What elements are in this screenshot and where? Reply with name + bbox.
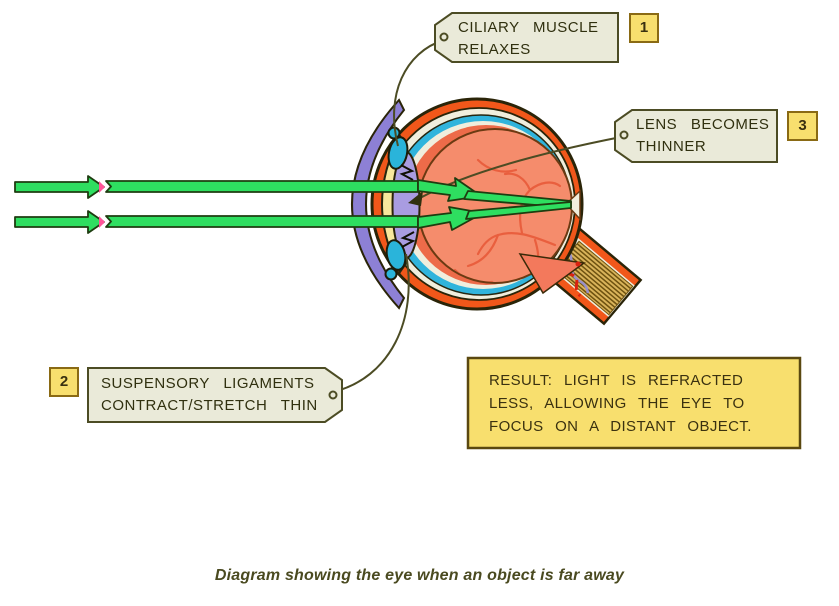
refracted-ray-bottom-arrow (417, 206, 484, 231)
result-line-2: LESS, ALLOWING THE EYE TO (489, 395, 745, 412)
tag-2-hole (328, 390, 338, 400)
light-ray-top-arrow (14, 175, 105, 199)
tag-ciliary-muscle (434, 12, 619, 63)
callout-3-number: 3 (798, 117, 807, 134)
diagram-caption: Diagram showing the eye when an object i… (214, 567, 625, 584)
ciliary-muscle (384, 126, 409, 281)
optic-disc-wedge (518, 253, 586, 295)
callout-1-number: 1 (639, 19, 649, 36)
callout-3-line-1: LENS BECOMES (636, 116, 770, 133)
tag-1-hole (439, 32, 449, 42)
number-square-3 (787, 111, 818, 141)
suspensory-ligaments (399, 164, 416, 248)
result-box (466, 356, 802, 450)
light-rays (14, 175, 572, 234)
leader-line-1 (393, 39, 445, 147)
result-line-1: RESULT: LIGHT IS REFRACTED (489, 372, 744, 389)
callout-2-line-1: SUSPENSORY LIGAMENTS (101, 375, 315, 392)
cornea (351, 98, 406, 310)
tag-suspensory-ligaments (87, 367, 343, 423)
tag-3-hole (619, 130, 629, 140)
callout-3-label: LENS BECOMES THINNER (636, 114, 769, 158)
number-squares (49, 13, 818, 397)
callout-2-number: 2 (59, 373, 69, 390)
callout-2-line-2: CONTRACT/STRETCH THIN (101, 397, 318, 414)
result-text: RESULT: LIGHT IS REFRACTED LESS, ALLOWIN… (489, 369, 752, 438)
ciliary-muscle-bottom-tip (384, 267, 398, 281)
callout-tags (87, 12, 778, 423)
artery-entry-dot (575, 261, 581, 267)
ciliary-muscle-top (387, 136, 409, 170)
converging-ray-bottom (465, 201, 572, 220)
number-square-1 (629, 13, 659, 43)
result-line-3: FOCUS ON A DISTANT OBJECT. (489, 418, 752, 435)
ray-gap-mark-bottom (99, 216, 105, 228)
callout-1-label: CILIARY MUSCLE RELAXES (458, 17, 599, 61)
tag-lens (614, 109, 778, 163)
callout-3-line-2: THINNER (636, 138, 707, 155)
callout-1-line-1: CILIARY MUSCLE (458, 19, 599, 36)
leader-3-arrowhead (408, 191, 423, 206)
fovea-notch (564, 189, 581, 221)
number-square-2 (49, 367, 79, 397)
ciliary-muscle-bottom (385, 239, 407, 271)
light-ray-top-shaft (105, 180, 419, 193)
light-ray-bottom-shaft (105, 215, 419, 228)
leader-line-2 (332, 253, 410, 393)
ray-gap-mark-top (99, 181, 105, 193)
callout-1-line-2: RELAXES (458, 41, 531, 58)
light-ray-bottom-arrow (14, 210, 105, 234)
retinal-artery (549, 234, 582, 298)
callout-2-label: SUSPENSORY LIGAMENTS CONTRACT/STRETCH TH… (101, 373, 318, 417)
